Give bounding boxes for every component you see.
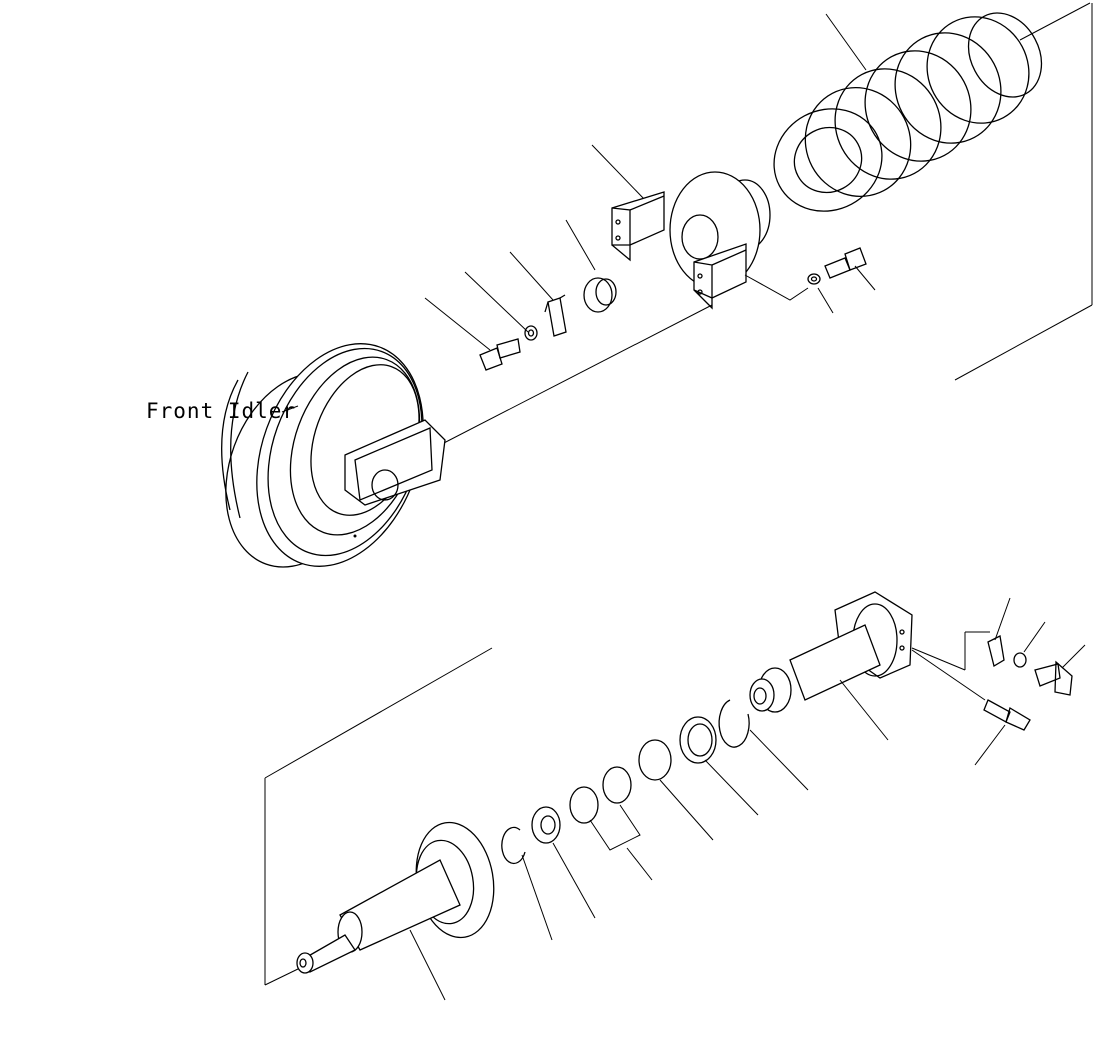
hardware-middle xyxy=(424,219,617,371)
bearing-parts xyxy=(501,699,809,941)
hardware-upper-right xyxy=(807,247,876,314)
front-idler-wheel: Front Idler xyxy=(146,304,713,568)
yoke-bracket xyxy=(591,144,809,310)
lower-frame-lines xyxy=(264,647,493,986)
recoil-spring xyxy=(773,12,1043,212)
idler-shaft xyxy=(296,821,495,1001)
support-shaft xyxy=(749,591,1086,766)
upper-frame-lines xyxy=(954,2,1093,381)
front-idler-label: Front Idler xyxy=(146,399,296,423)
